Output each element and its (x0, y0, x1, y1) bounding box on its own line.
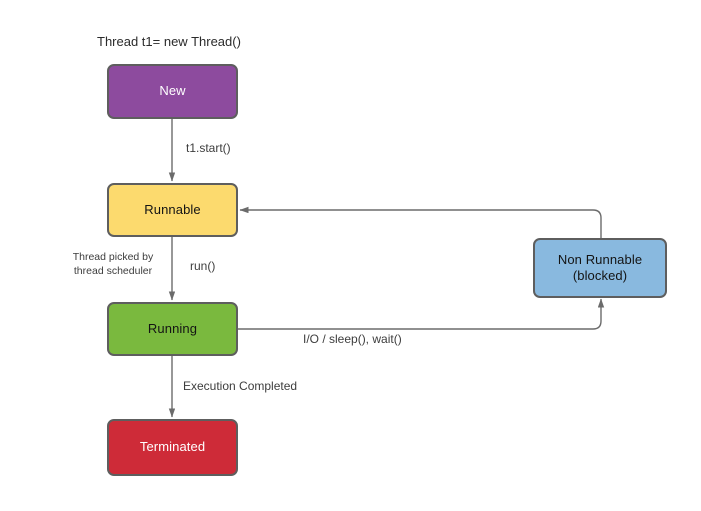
edge-nonrunnable-to-runnable (239, 206, 602, 238)
edge-label-io-sleep-wait: I/O / sleep(), wait() (303, 332, 402, 346)
edge-label-thread-picked-line1: Thread picked by (72, 251, 154, 263)
edge-label-execution-completed: Execution Completed (183, 379, 298, 393)
node-non-runnable-label-line2: (blocked) (572, 268, 628, 283)
node-running[interactable]: Running (107, 302, 238, 356)
node-runnable-label: Runnable (144, 201, 201, 217)
node-non-runnable[interactable]: Non Runnable (blocked) (533, 238, 667, 298)
node-terminated-label: Terminated (139, 439, 206, 455)
edge-label-t1-start: t1.start() (186, 141, 231, 155)
edge-label-thread-picked-line2: thread scheduler (73, 265, 153, 277)
node-runnable[interactable]: Runnable (107, 183, 238, 237)
node-running-label: Running (147, 320, 198, 336)
edge-label-run: run() (190, 259, 216, 273)
node-non-runnable-label-line1: Non Runnable (557, 251, 643, 267)
node-new-label: New (159, 83, 186, 99)
edge-running-to-nonrunnable (238, 298, 605, 330)
page-title: Thread t1= new Thread() (97, 34, 241, 49)
node-terminated[interactable]: Terminated (107, 419, 238, 476)
node-new[interactable]: New (107, 64, 238, 119)
